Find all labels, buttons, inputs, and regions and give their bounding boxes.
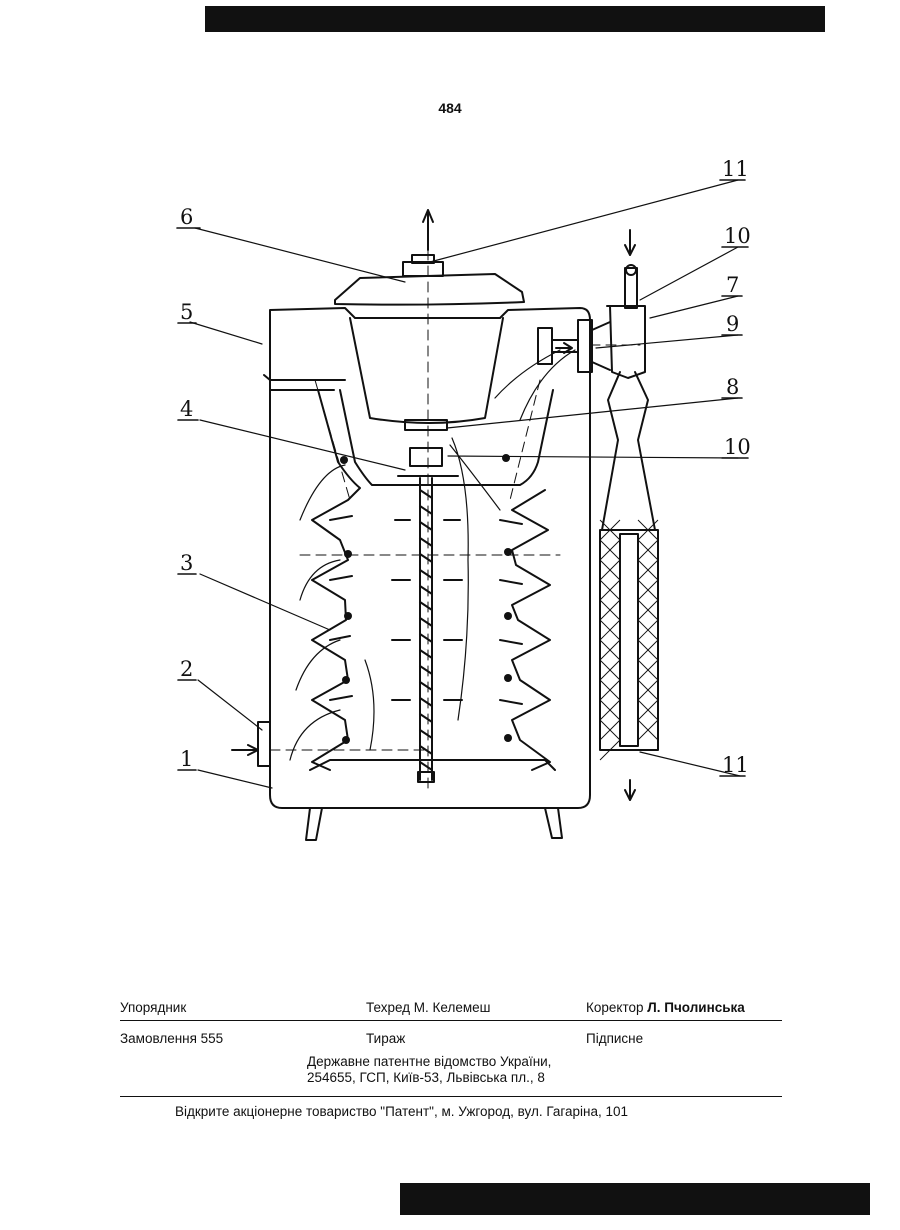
filter-cartridge	[600, 530, 658, 750]
label-5: 5	[180, 300, 193, 324]
label-10-mid: 10	[724, 435, 751, 459]
label-6: 6	[180, 205, 193, 229]
footer-divider-top	[120, 1020, 782, 1021]
top-lid	[335, 274, 524, 305]
corrector-name: Л. Пчолинська	[647, 1000, 745, 1015]
cyclone-column	[607, 306, 645, 378]
label-7: 7	[726, 273, 739, 297]
footer-divider-bottom	[120, 1096, 782, 1097]
label-4: 4	[180, 397, 193, 421]
label-2: 2	[180, 657, 193, 681]
label-8: 8	[726, 375, 739, 399]
inner-cyclone-vessel	[350, 318, 503, 423]
corrector-label: Коректор	[586, 1000, 644, 1015]
label-9: 9	[726, 312, 739, 336]
techred-credit: Техред М. Келемеш	[366, 1000, 490, 1015]
baffle-right	[512, 490, 550, 770]
housing-foot-left	[306, 808, 322, 840]
circulation-label: Тираж	[366, 1031, 405, 1046]
patent-office-line-2: 254655, ГСП, Київ-53, Львівська пл., 8	[307, 1070, 545, 1085]
order-number: Замовлення 555	[120, 1031, 223, 1046]
top-outlet-nozzle	[403, 262, 443, 276]
technical-drawing: 1 2 3 4 5 6 7 8 9 10 10 11 11	[0, 0, 900, 900]
auger-screw	[420, 490, 432, 770]
housing-body	[270, 308, 590, 808]
patent-office-line-1: Державне патентне відомство України,	[307, 1054, 551, 1069]
housing-foot-right	[545, 808, 562, 838]
label-11-top: 11	[722, 157, 749, 181]
compiler-label: Упорядник	[120, 1000, 186, 1015]
label-1: 1	[180, 747, 193, 771]
label-11-bottom: 11	[722, 753, 749, 777]
publisher-line: Відкрите акціонерне товариство "Патент",…	[175, 1104, 628, 1119]
label-10-top: 10	[724, 224, 751, 248]
corrector-credit: Коректор Л. Пчолинська	[586, 1000, 745, 1015]
label-3: 3	[180, 551, 193, 575]
subscription-label: Підписне	[586, 1031, 643, 1046]
bottom-black-bar	[400, 1183, 870, 1215]
fan-rotor	[410, 448, 442, 466]
